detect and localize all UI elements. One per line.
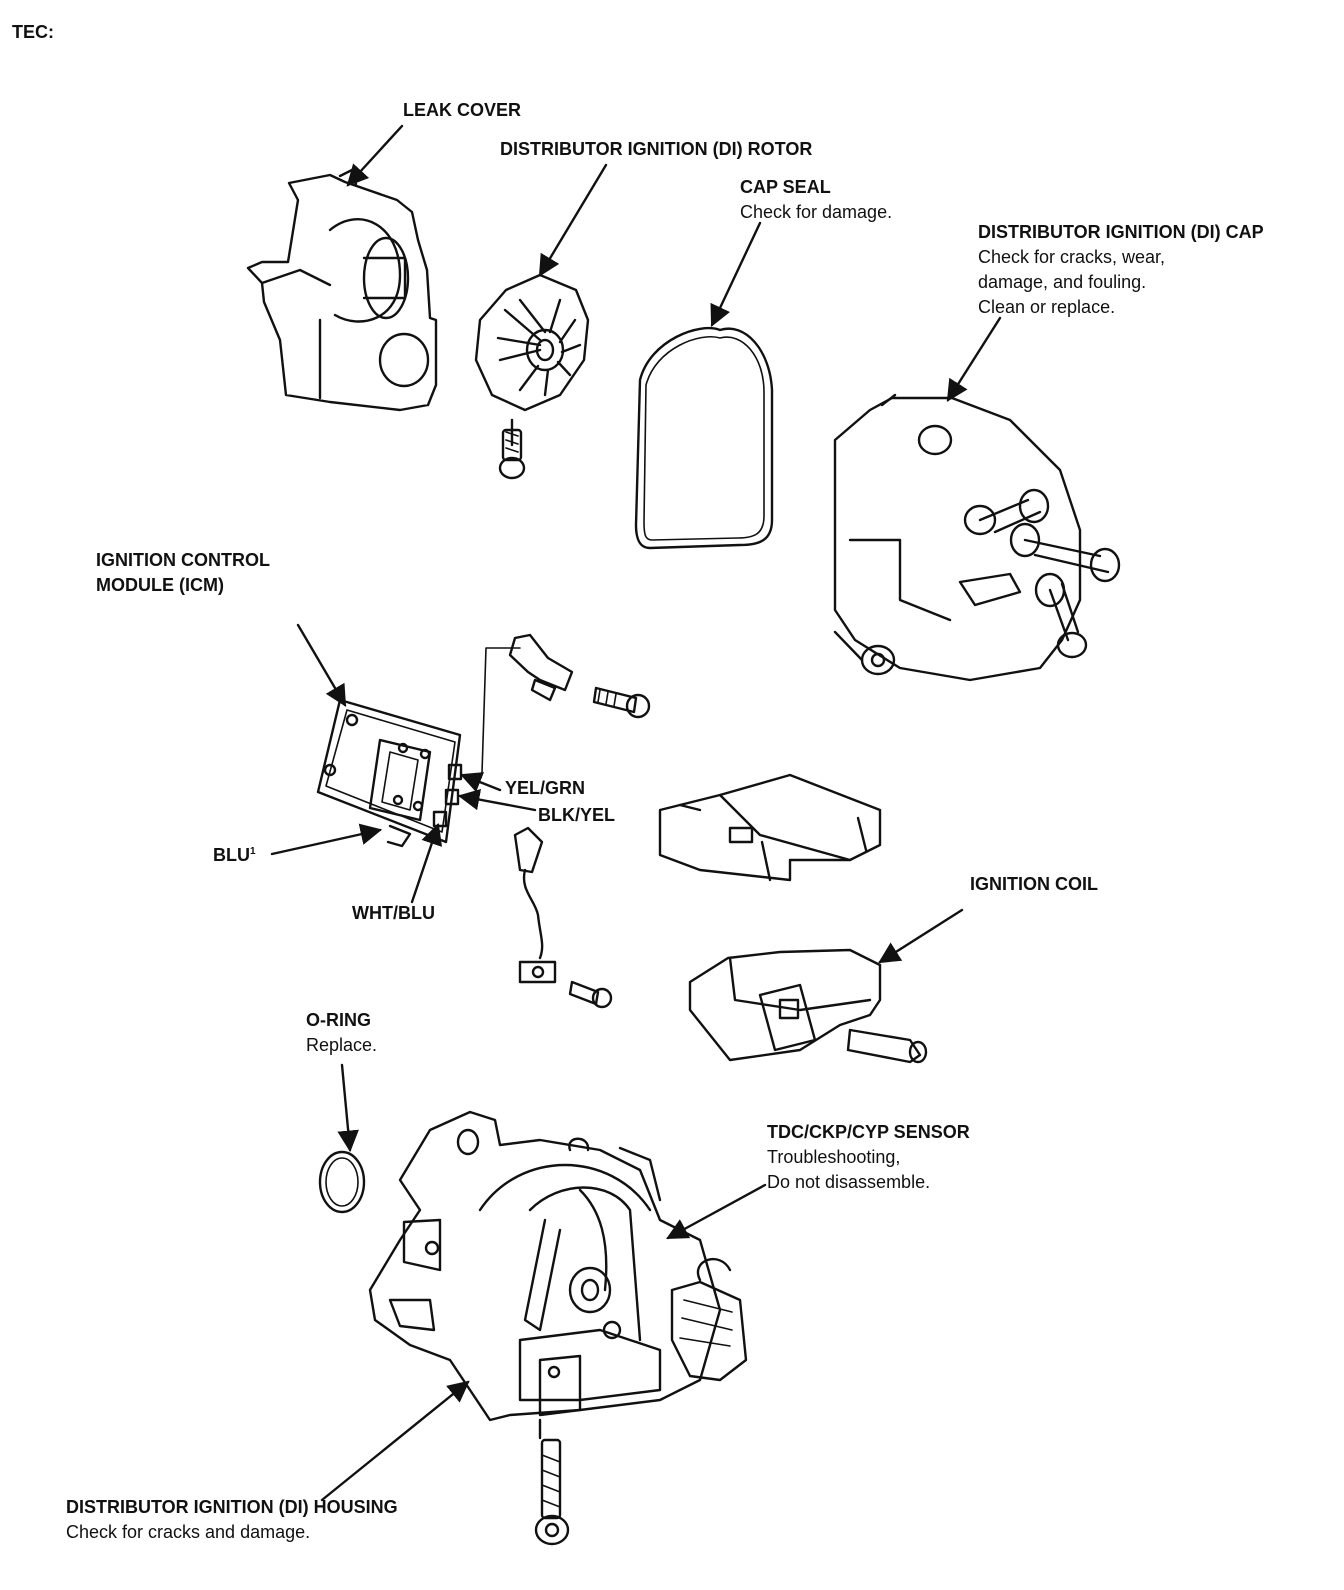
icm-part [316, 698, 463, 848]
wire-yel-grn-label: YEL/GRN [505, 778, 586, 798]
di-cap-label: DISTRIBUTOR IGNITION (DI) CAP Check for … [978, 222, 1264, 317]
o-ring-part [318, 1150, 366, 1214]
cap-seal-part [634, 326, 774, 550]
ignition-coil-part [688, 948, 928, 1064]
blk-yel-arrow [457, 788, 537, 812]
blu-arrow [270, 823, 383, 856]
tdc-sensor-arrow [666, 1183, 767, 1240]
rotor-label: DISTRIBUTOR IGNITION (DI) ROTOR [500, 139, 813, 159]
cap-seal-part-inner [643, 336, 765, 541]
di-housing-label: DISTRIBUTOR IGNITION (DI) HOUSING Check … [66, 1497, 398, 1542]
leak-cover-arrow [346, 124, 404, 187]
page-title: TEC: [12, 22, 54, 42]
bracket-part [508, 633, 651, 719]
ignition-coil-label: IGNITION COIL [970, 874, 1098, 894]
coil-cover-part [658, 773, 882, 882]
di-cap-arrow [946, 316, 1002, 402]
di-housing-arrow [320, 1380, 470, 1502]
di-cap-part [833, 393, 1121, 682]
leak-cover-label: LEAK COVER [403, 100, 522, 120]
bracket-leader [481, 647, 521, 774]
wht-blu-arrow [410, 822, 443, 904]
leak-cover-part [246, 168, 438, 412]
rotor-part [474, 273, 590, 480]
cap-seal-arrow [710, 221, 762, 327]
yel-grn-arrow [459, 772, 502, 793]
o-ring-label: O-RING Replace. [306, 1010, 378, 1055]
rotor-arrow [538, 163, 608, 277]
tdc-sensor-label: TDC/CKP/CYP SENSOR Troubleshooting, Do n… [767, 1122, 970, 1192]
ignition-coil-arrow [878, 908, 964, 964]
o-ring-arrow [337, 1063, 359, 1153]
ground-strap-part [513, 826, 613, 1009]
icm-label: IGNITION CONTROL MODULE (ICM) [96, 550, 270, 595]
wire-wht-blu-label: WHT/BLU [352, 903, 435, 923]
wire-blk-yel-label: BLK/YEL [538, 805, 616, 825]
wire-blu-footnote: 1 [250, 846, 256, 857]
wire-blu-label: BLU1 [213, 845, 256, 865]
cap-seal-label: CAP SEAL Check for damage. [740, 177, 893, 222]
di-housing-part [368, 1110, 748, 1546]
icm-arrow [296, 623, 347, 707]
